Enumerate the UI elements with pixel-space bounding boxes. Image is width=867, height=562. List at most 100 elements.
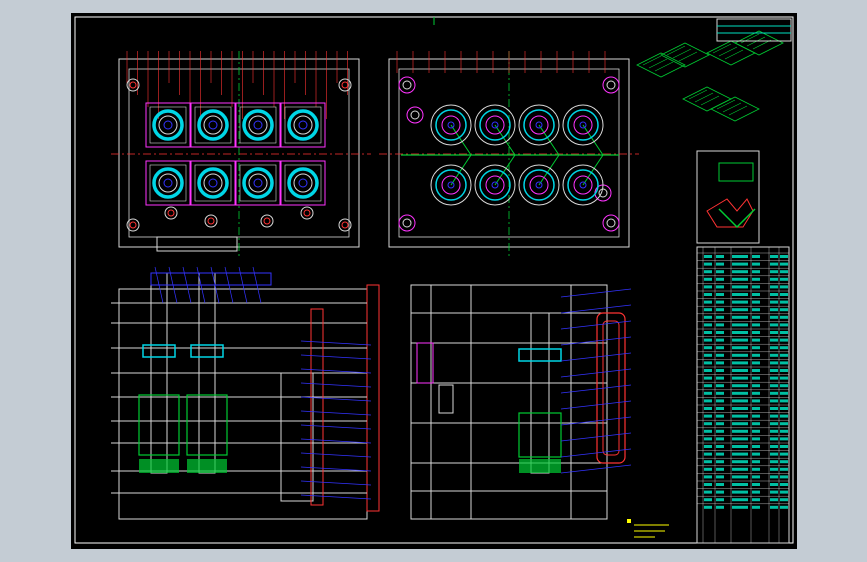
bom-cell-text — [732, 277, 748, 281]
plan-view-right — [379, 51, 639, 259]
iso-runner — [688, 89, 720, 106]
cavity-outline — [562, 164, 604, 206]
bom-cell-text — [716, 452, 724, 456]
bom-cell-text — [716, 437, 724, 441]
bom-cell-text — [732, 437, 748, 441]
bom-cell-text — [780, 315, 788, 319]
callout-leader — [300, 452, 372, 458]
bom-cell-text — [770, 483, 778, 486]
bom-cell-text — [780, 490, 788, 494]
guide-bushing — [406, 106, 424, 124]
bom-cell-text — [780, 505, 788, 509]
cavity-cap — [518, 348, 562, 362]
hatched-insert — [519, 459, 561, 473]
bom-cell-text — [770, 414, 778, 418]
gate — [253, 178, 263, 188]
bom-cell-text — [704, 384, 712, 388]
bom-cell-text — [716, 369, 724, 372]
bom-cell-text — [704, 277, 712, 281]
bom-cell-text — [770, 407, 778, 410]
bom-cell-text — [770, 262, 778, 266]
bom-cell-text — [732, 490, 748, 494]
core-bore — [485, 115, 505, 135]
bom-cell-text — [770, 255, 778, 258]
bom-cell-text — [704, 255, 712, 258]
bom-cell-text — [752, 452, 760, 456]
gate — [208, 120, 218, 130]
detail-sketches — [636, 30, 784, 244]
cavity-array — [145, 102, 326, 206]
bolt-hole — [338, 218, 352, 232]
cooling-ring — [435, 109, 467, 141]
bom-cell-text — [732, 498, 748, 502]
bom-cell-text — [716, 338, 724, 342]
bom-cell-text — [780, 331, 788, 334]
cavity-outline — [562, 104, 604, 146]
bom-cell-text — [780, 262, 788, 266]
drawing-sheet[interactable] — [71, 13, 797, 549]
cooling-sleeve — [186, 394, 228, 456]
cooling-ring — [197, 167, 229, 199]
iso-runner — [666, 45, 698, 62]
bom-cell-text — [732, 407, 748, 410]
bom-cell-text — [752, 300, 760, 304]
bom-cell-text — [716, 285, 724, 289]
cavity-outline — [430, 104, 472, 146]
bom-cell-text — [770, 270, 778, 274]
isometric-sketches — [636, 30, 784, 122]
bom-cell-text — [704, 346, 712, 350]
sprue-bushing — [280, 372, 314, 502]
bom-cell-text — [704, 475, 712, 479]
guide-bushing — [602, 76, 620, 94]
iso-plate — [734, 30, 784, 56]
right-rail — [366, 284, 380, 512]
cavity-pocket — [280, 160, 326, 206]
bom-cell-text — [732, 323, 748, 327]
bom-cell-text — [770, 361, 778, 365]
callout-balloons — [154, 266, 372, 500]
bom-cell-text — [716, 460, 724, 464]
bom-cell-text — [752, 384, 760, 388]
cavity-pocket — [190, 102, 236, 148]
bom-cell-text — [780, 277, 788, 281]
core-bore — [293, 173, 313, 193]
callout-leader — [168, 266, 178, 304]
gate — [163, 178, 173, 188]
bolt-hole — [338, 78, 352, 92]
side-lock — [416, 342, 434, 384]
bom-cell-text — [732, 445, 748, 448]
runner-system — [398, 76, 620, 232]
cavity-insert — [149, 164, 187, 202]
bom-cell-text — [716, 483, 724, 486]
bom-cell-text — [770, 346, 778, 350]
bom-cell-text — [716, 293, 724, 296]
bolt-core — [129, 221, 137, 229]
core-assembly — [416, 312, 562, 474]
gate — [447, 121, 455, 129]
cooling-ring — [567, 109, 599, 141]
bom-cell-text — [780, 369, 788, 372]
gate — [579, 181, 587, 189]
bom-cell-text — [770, 293, 778, 296]
guide-pin — [410, 110, 420, 120]
bom-cell-text — [704, 315, 712, 319]
bom-cell-text — [752, 437, 760, 441]
bom-cell-text — [704, 490, 712, 494]
mold-stack-outline — [410, 284, 608, 520]
bom-cell-text — [732, 505, 748, 509]
core-bore — [158, 115, 178, 135]
bom-cell-text — [704, 483, 712, 486]
bom-cell-text — [732, 414, 748, 418]
bom-cell-text — [752, 361, 760, 365]
cavity-pocket — [235, 102, 281, 148]
bom-cell-text — [752, 414, 760, 418]
callout-leader — [300, 354, 372, 360]
bom-cell-text — [770, 369, 778, 372]
bom-cell-text — [770, 505, 778, 509]
bom-cell-text — [752, 338, 760, 342]
bom-cell-text — [752, 407, 760, 410]
bom-cell-text — [716, 399, 724, 403]
branch-runner — [494, 154, 516, 186]
bom-cell-text — [704, 308, 712, 312]
